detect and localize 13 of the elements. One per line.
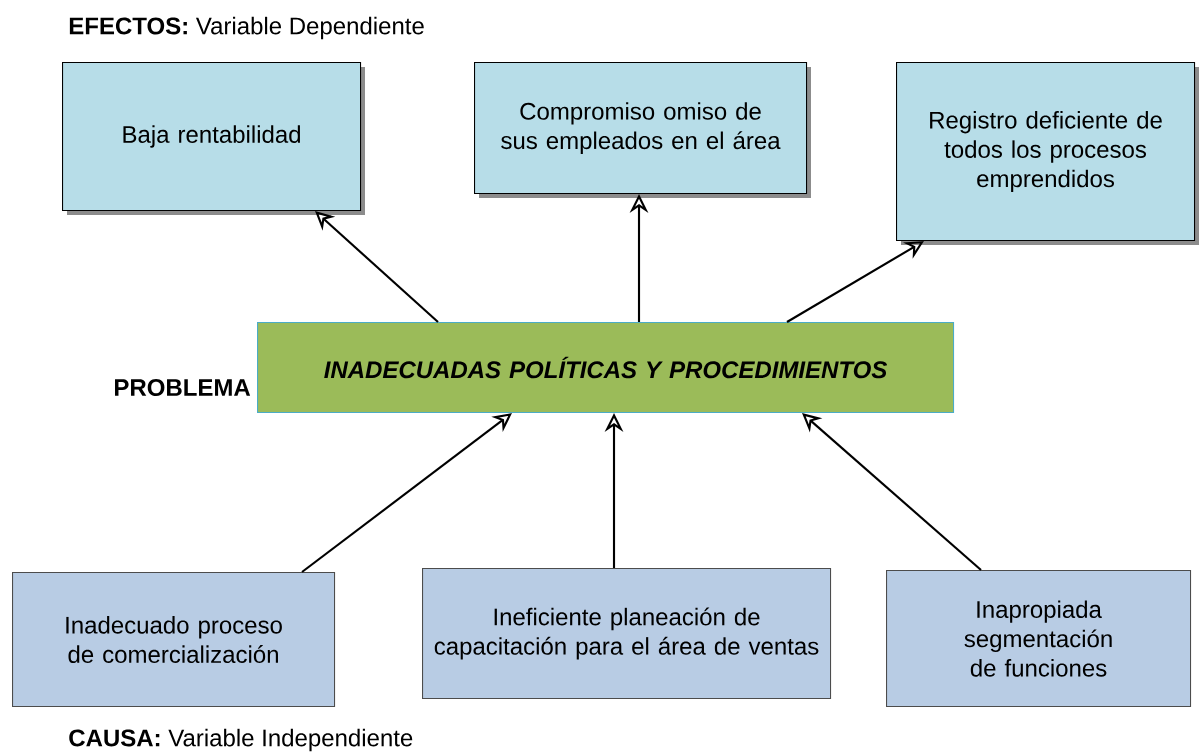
effect-box: Baja rentabilidad bbox=[62, 62, 365, 215]
effect-box: Compromiso omiso de sus empleados en el área bbox=[474, 62, 811, 198]
side-label: PROBLEMA bbox=[115, 379, 251, 396]
heading-label: EFECTOS: Variable Dependiente bbox=[69, 16, 424, 40]
arrow bbox=[301, 413, 512, 573]
cause-box: Ineficiente planeación de capacitación para el área de ventas bbox=[422, 568, 832, 700]
cause-box: Inadecuado proceso de comercialización bbox=[12, 572, 336, 708]
effect-box: Registro deficiente de todos los procesos emprendidos bbox=[896, 62, 1199, 245]
arrow bbox=[802, 413, 982, 571]
heading-label: CAUSA: Variable Independiente bbox=[69, 728, 413, 752]
arrow bbox=[315, 211, 439, 323]
problem-box: INADECUADAS POLÍTICAS Y PROCEDIMIENTOS bbox=[257, 322, 955, 414]
cause-box: Inapropiada segmentación de funciones bbox=[886, 570, 1192, 708]
